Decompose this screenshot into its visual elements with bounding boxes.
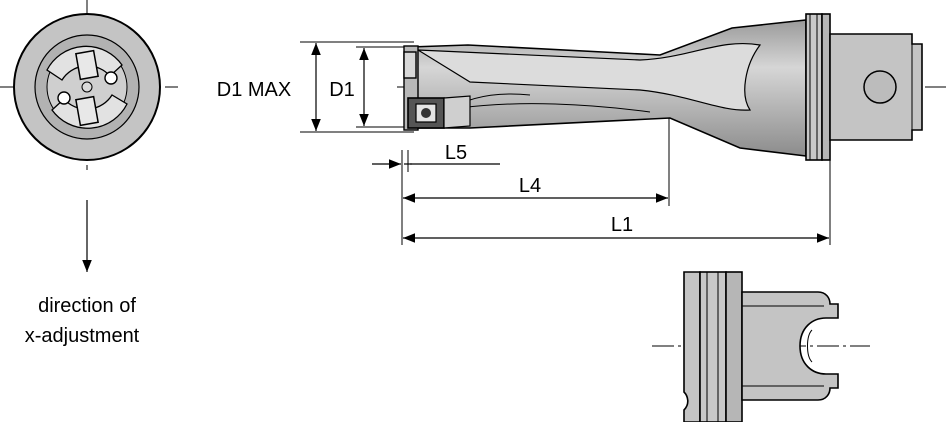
note-line-2: x-adjustment <box>25 325 140 347</box>
label-l1: L1 <box>611 214 633 236</box>
top-insert <box>403 51 417 79</box>
label-l5: L5 <box>445 142 467 164</box>
label-d1-max: D1 MAX <box>217 79 291 101</box>
end-view <box>0 0 178 272</box>
side-view <box>300 13 946 245</box>
note-line-1: direction of <box>38 295 136 317</box>
label-l4: L4 <box>519 175 541 197</box>
label-d1: D1 <box>329 79 355 101</box>
detail-view <box>652 271 870 423</box>
